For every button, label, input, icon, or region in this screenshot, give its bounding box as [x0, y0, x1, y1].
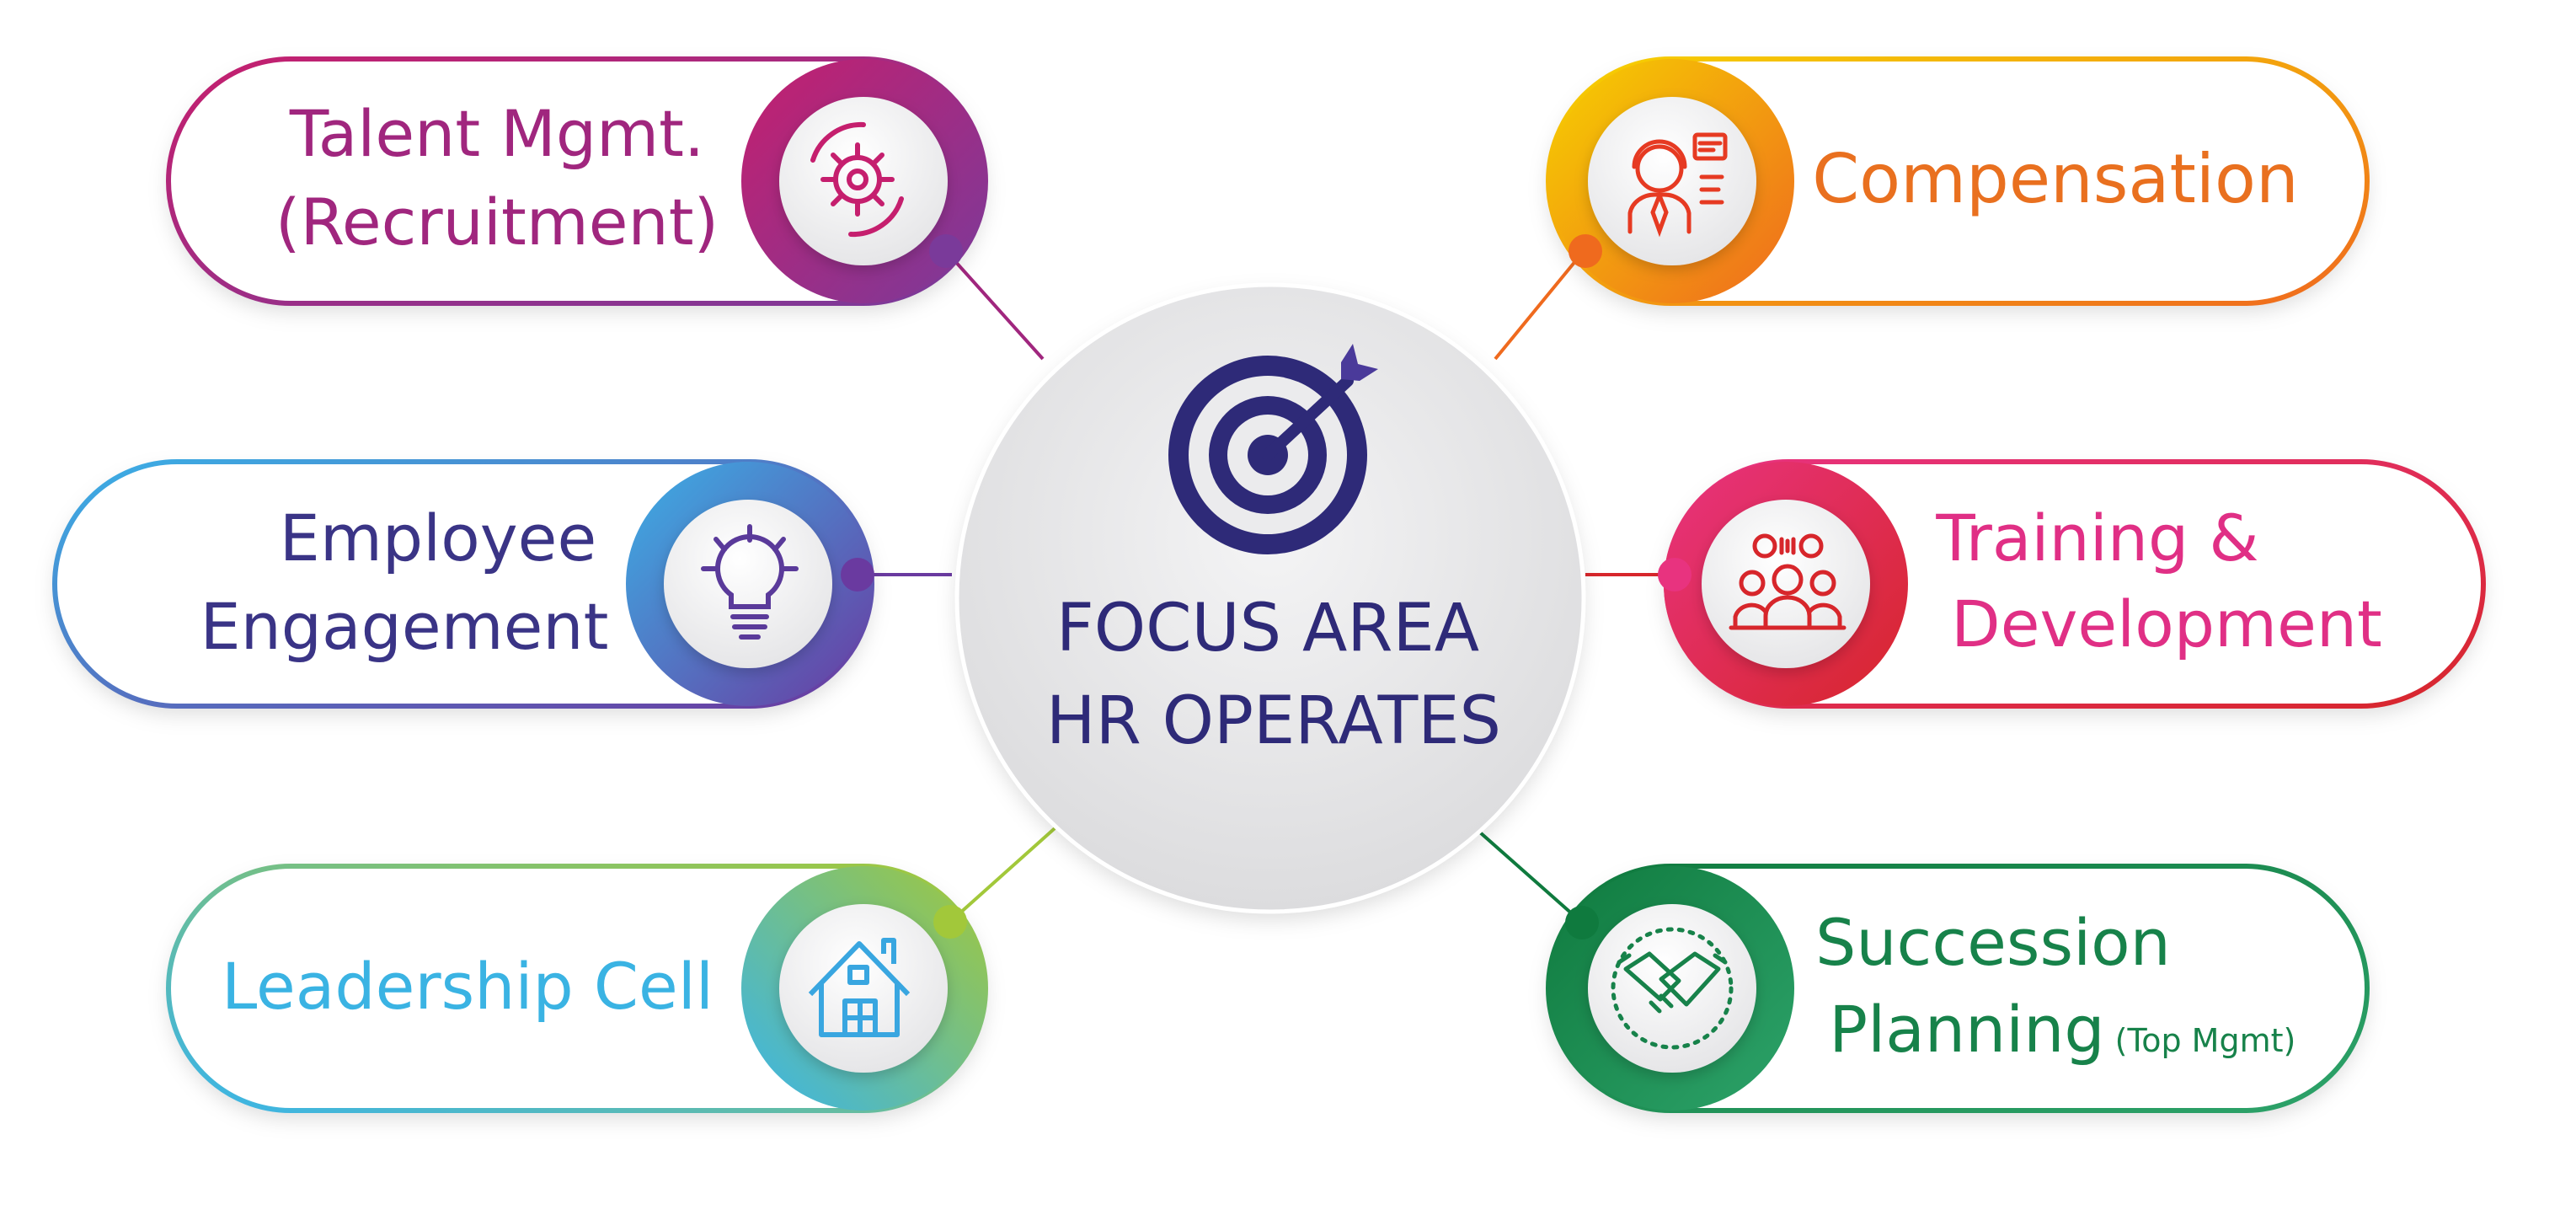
gear-cycle-icon	[810, 121, 904, 238]
team-icon	[1729, 533, 1846, 630]
connector-dot-compensation	[1569, 234, 1602, 268]
training-line-1: Training &	[1935, 500, 2258, 575]
pill-engagement: Employee Engagement	[52, 459, 874, 709]
connectors	[859, 249, 1675, 924]
center-hub: FOCUS AREA HR OPERATES	[954, 282, 1586, 914]
house-icon	[808, 938, 911, 1037]
pill-succession: Succession Planning (Top Mgmt)	[1546, 864, 2370, 1113]
lightbulb-icon	[701, 524, 799, 640]
succession-suffix: (Top Mgmt)	[2115, 1022, 2296, 1059]
handshake-icon	[1611, 927, 1734, 1050]
talent-line-1: Talent Mgmt.	[289, 96, 704, 171]
connector-leadership	[949, 821, 1063, 923]
training-line-2: Development	[1951, 586, 2382, 661]
connector-compensation	[1494, 249, 1585, 361]
connector-dot-training	[1658, 558, 1692, 591]
support-agent-icon	[1627, 132, 1728, 238]
talent-line-2: (Recruitment)	[275, 185, 719, 260]
connector-dot-engagement	[841, 558, 874, 591]
compensation-line-1: Compensation	[1812, 140, 2298, 218]
pill-talent: Talent Mgmt. (Recruitment)	[166, 56, 988, 306]
leadership-line-1: Leadership Cell	[222, 949, 713, 1024]
engagement-line-1: Employee	[280, 500, 596, 575]
engagement-line-2: Engagement	[200, 589, 609, 664]
pill-leadership: Leadership Cell	[166, 864, 988, 1113]
target-icon	[1168, 344, 1378, 554]
succession-line-2: Planning	[1829, 992, 2104, 1067]
pill-training: Training & Development	[1658, 459, 2486, 709]
connector-dot-talent	[929, 234, 963, 268]
connector-dot-leadership	[933, 905, 967, 939]
center-title-line-2: HR OPERATES	[1046, 683, 1501, 759]
connector-dot-succession	[1565, 906, 1599, 939]
center-title-line-1: FOCUS AREA	[1056, 591, 1479, 666]
connector-succession	[1471, 824, 1584, 924]
pill-compensation: Compensation	[1546, 56, 2370, 306]
succession-line-1: Succession	[1815, 905, 2171, 980]
connector-talent	[944, 249, 1045, 361]
